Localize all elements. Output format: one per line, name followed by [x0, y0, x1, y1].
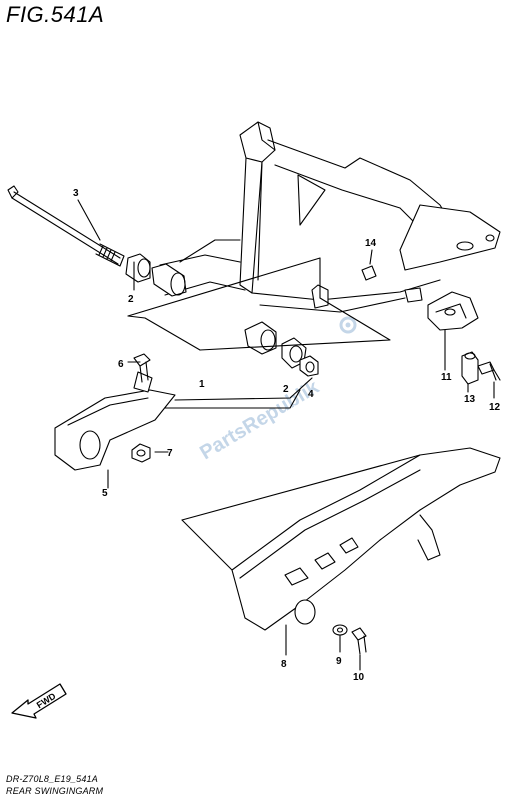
callout-2-middle: 2 — [283, 384, 289, 395]
callout-5: 5 — [102, 488, 108, 499]
clip-part-14 — [361, 265, 377, 281]
chain-guard-part-5 — [54, 371, 176, 471]
bushing-part-2-middle — [244, 321, 319, 377]
callout-4: 4 — [308, 389, 314, 400]
callout-14: 14 — [365, 238, 377, 249]
callout-6: 6 — [118, 359, 124, 370]
callout-9: 9 — [336, 656, 342, 667]
callout-1: 1 — [199, 379, 205, 390]
pivot-bolt-part-3 — [7, 185, 125, 267]
figure-title: FIG.541A — [6, 2, 105, 27]
callout-10: 10 — [353, 672, 365, 683]
watermark-gear-icon — [339, 316, 357, 334]
callout-lines — [77, 199, 495, 671]
bolt-part-6 — [133, 353, 151, 383]
callout-8: 8 — [281, 659, 287, 670]
callout-12: 12 — [489, 402, 501, 413]
watermark-text: PartsRepublik — [196, 376, 323, 465]
bracket-part-11 — [427, 291, 479, 331]
callout-11: 11 — [441, 372, 452, 383]
callout-7: 7 — [167, 448, 173, 459]
callout-3: 3 — [73, 188, 79, 199]
bushing-part-2-front — [125, 253, 187, 297]
callout-numbers: 1 2 2 3 4 5 6 7 8 9 10 11 12 13 14 — [73, 188, 501, 683]
figure-code: DR-Z70L8_E19_541A — [6, 774, 98, 784]
bolt-part-10 — [351, 627, 367, 655]
watermark: PartsRepublik — [196, 376, 323, 465]
nut-part-7 — [131, 443, 151, 463]
figure-name: REAR SWINGINGARM — [6, 786, 104, 796]
callout-2-front: 2 — [128, 294, 134, 305]
spacer-part-13 — [461, 351, 479, 385]
swingarm-frame — [159, 121, 501, 313]
fwd-arrow-icon — [11, 683, 67, 719]
screw-part-12 — [477, 361, 501, 381]
callout-13: 13 — [464, 394, 476, 405]
washer-part-9 — [332, 624, 348, 636]
chain-case-part-8 — [231, 447, 501, 631]
